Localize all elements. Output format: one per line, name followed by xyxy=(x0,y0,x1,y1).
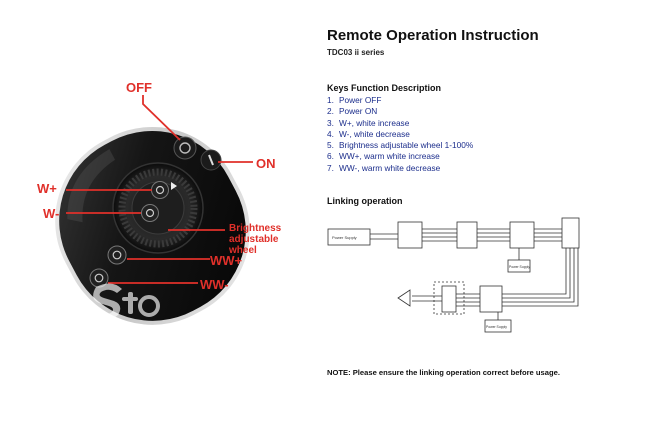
w-plus-callout: W+ xyxy=(37,181,57,196)
keys-list: 1.Power OFF 2.Power ON 3.W+, white incre… xyxy=(327,95,473,174)
keys-heading: Keys Function Description xyxy=(327,83,442,93)
w-minus-callout: W- xyxy=(43,206,60,221)
power-supply-label: Power Supply xyxy=(332,235,357,240)
key-item: 7.WW-, warm white decrease xyxy=(327,162,441,173)
usage-note: NOTE: Please ensure the linking operatio… xyxy=(327,368,560,377)
ww-minus-callout: WW- xyxy=(200,277,229,292)
key-item: 1.Power OFF xyxy=(327,95,382,105)
callout-lines xyxy=(66,95,253,284)
power-supply-label-3: Power Supply xyxy=(486,325,507,329)
w-plus-button[interactable] xyxy=(151,181,169,199)
module-box xyxy=(509,221,535,249)
brightness-callout: Brightness adjustable wheel xyxy=(229,223,309,256)
key-item: 6.WW+, warm white increase xyxy=(327,151,440,162)
module-box xyxy=(441,285,457,313)
on-callout: ON xyxy=(256,156,276,171)
key-item: 5.Brightness adjustable wheel 1-100% xyxy=(327,140,474,151)
power-supply-label-2: Power Supply xyxy=(509,265,530,269)
module-box xyxy=(397,221,423,249)
remote-graphic xyxy=(55,95,253,325)
ww-minus-button[interactable] xyxy=(89,268,109,288)
key-item: 2.Power ON xyxy=(327,106,378,117)
watermark-shape xyxy=(90,283,160,320)
linking-diagram: Power Supply Power Supply Power Supply xyxy=(327,217,580,333)
doc-subtitle: TDC03 ii series xyxy=(327,48,385,57)
brightness-callout-line1: Brightness xyxy=(229,223,282,234)
on-button[interactable] xyxy=(200,149,222,171)
brightness-callout-line2: adjustable wheel xyxy=(229,234,279,256)
key-item: 3.W+, white increase xyxy=(327,117,410,128)
module-box xyxy=(456,221,478,249)
linking-heading: Linking operation xyxy=(327,196,403,206)
key-item: 4.W-, white decrease xyxy=(327,128,410,139)
power-supply-box xyxy=(327,228,371,246)
module-box xyxy=(561,217,580,249)
w-minus-button[interactable] xyxy=(141,204,159,222)
brightness-wheel[interactable] xyxy=(112,162,204,254)
ww-plus-button[interactable] xyxy=(107,245,127,265)
off-button[interactable] xyxy=(173,136,197,160)
module-box xyxy=(479,285,503,313)
doc-title: Remote Operation Instruction xyxy=(327,27,539,44)
off-callout: OFF xyxy=(126,80,152,95)
remote-illustration: OFF ON W+ W- Brightness adjustable wheel… xyxy=(0,0,320,423)
ww-plus-callout: WW+ xyxy=(210,253,243,268)
off-line xyxy=(142,95,181,141)
